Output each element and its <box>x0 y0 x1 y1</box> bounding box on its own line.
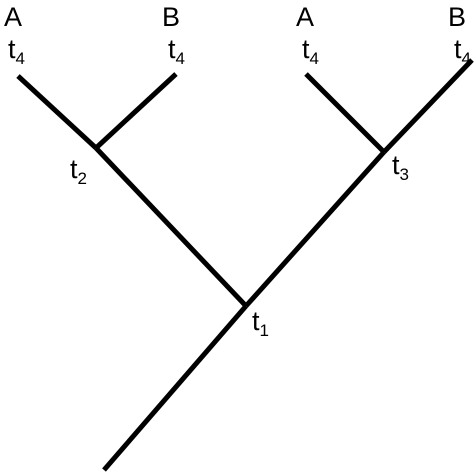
tip-time-label: t4 <box>454 34 471 68</box>
root-branch <box>102 304 248 472</box>
tip-time-label: t4 <box>8 34 25 68</box>
branch-t2-to-tip-a-left <box>16 74 98 150</box>
branch-t3-to-tip-a-right <box>304 72 386 154</box>
tip-taxon-label: A <box>4 2 22 32</box>
node-time-label-t3: t3 <box>392 150 409 184</box>
branch-t1-to-t3 <box>244 150 386 308</box>
tip-taxon-label: A <box>296 2 314 32</box>
branch-t3-to-tip-b-right <box>382 58 474 154</box>
node-time-label-t2: t2 <box>70 154 87 188</box>
tip-time-label: t4 <box>168 34 185 68</box>
branch-t2-to-tip-b-left <box>94 72 178 150</box>
branch-t1-to-t2 <box>94 146 248 308</box>
tip-taxon-label: B <box>448 2 466 32</box>
tip-time-label: t4 <box>302 34 319 68</box>
node-time-label-t1: t1 <box>252 306 269 340</box>
tip-taxon-label: B <box>162 2 180 32</box>
